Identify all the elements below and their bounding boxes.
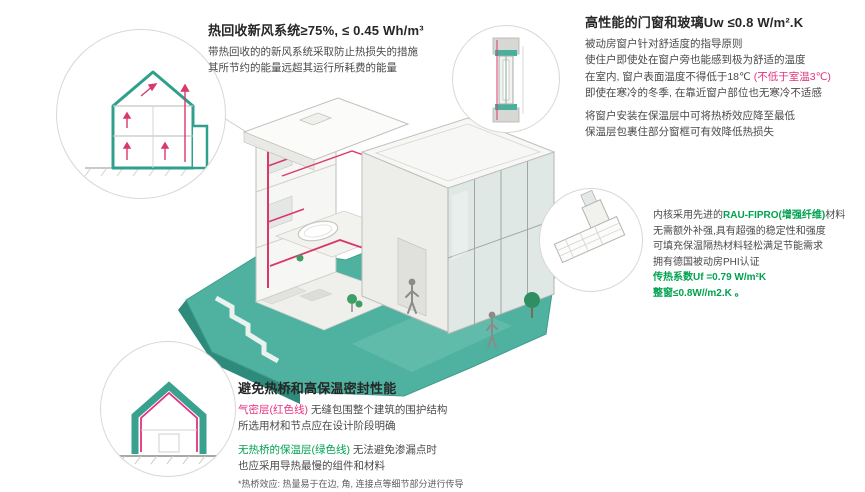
ventilation-description-line: 其所节约的能量远超其运行所耗费的能量: [208, 62, 397, 75]
human-figures: [405, 278, 498, 348]
thermal-description-line: 所选用材和节点应在设计阶段明确: [238, 420, 396, 433]
profile-uw-value: 整窗≤0.8W//m2.K 。: [653, 287, 745, 299]
profile-text-block: 内核采用先进的RAU-FIPRO(增强纤维)材料 无需额外补强,具有超强的稳定性…: [653, 208, 865, 301]
ventilation-title: 热回收新风系统≥75%, ≤ 0.45 Wh/m³: [208, 23, 424, 38]
garden-stairs: [214, 295, 280, 364]
window-mullions: [447, 161, 555, 324]
terrain-cliff-face: [178, 300, 300, 404]
windows-description-line: 将窗户安装在保温层中可将热桥效应降至最低: [585, 110, 795, 123]
ventilation-text-block: 热回收新风系统≥75%, ≤ 0.45 Wh/m³ 带热回收的的新风系统采取防止…: [208, 20, 488, 77]
thermal-description-line: 也应采用导热最慢的组件和材料: [238, 459, 385, 472]
roof-parapet: [374, 123, 542, 182]
ventilation-house-diagram: [56, 29, 226, 199]
airtight-layer-line-text: 气密层(红色线) 无缝包围整个建筑的围护结构: [238, 402, 568, 418]
entry-door: [397, 237, 427, 317]
window-section-diagram: [452, 25, 560, 133]
windows-temperature-line: 在室内, 窗户表面温度不得低于18℃ (不低于室温3℃): [585, 69, 861, 85]
insulation-label: 无热桥的保温层(绿色线): [238, 443, 350, 456]
windows-description-line: 被动房窗户针对舒适度的指导原则: [585, 38, 743, 50]
windows-description-line: 使住户即使处在窗户旁也能感到极为舒适的温度: [585, 54, 806, 67]
thermal-text-block: 避免热桥和高保温密封性能 气密层(红色线) 无缝包围整个建筑的围护结构 所选用材…: [238, 378, 568, 492]
garden-tree: [524, 292, 540, 308]
door-opening: [158, 433, 180, 453]
airtight-rest: 无缝包围整个建筑的围护结构: [308, 404, 448, 416]
profile-material-name: RAU-FIPRO(增强纤维): [723, 210, 826, 221]
profile-uf-value: 传热系数Uf =0.79 W/m²K: [653, 272, 767, 283]
section-annex: [193, 124, 209, 170]
insulation-rest: 无法避免渗漏点时: [350, 443, 437, 456]
insulation-layer-line-text: 无热桥的保温层(绿色线) 无法避免渗漏点时: [238, 442, 568, 458]
windows-description-line: 保温层包裹住部分窗框可有效降低热损失: [585, 126, 774, 139]
profile-description-line: 拥有德国被动房PHI认证: [653, 256, 760, 268]
profile-material-suffix: 材料: [825, 210, 846, 221]
profile-material-line: 内核采用先进的RAU-FIPRO(增强纤维)材料: [653, 208, 865, 224]
bathtub: [297, 220, 339, 242]
roof-vent-unit: [298, 112, 333, 126]
kitchen-counter: [261, 286, 307, 305]
profile-description-line: 无需额外补强,具有超强的稳定性和强度: [653, 225, 826, 237]
insulation-layer-outline: [131, 381, 207, 454]
temperature-note-red: (不低于室温3℃): [753, 70, 831, 83]
windows-text-block: 高性能的门窗和玻璃Uw ≤0.8 W/m².K 被动房窗户针对舒适度的指导原则 …: [585, 12, 861, 141]
window-profile-diagram-svg: [553, 189, 626, 264]
insulation-block: [495, 50, 517, 56]
airtight-layer-line: [140, 391, 198, 452]
window-section-diagram-svg: [492, 37, 524, 123]
indoor-plants: [296, 254, 363, 308]
temperature-text: 在室内, 窗户表面温度不得低于18℃: [585, 70, 754, 83]
insulation-house-diagram: [100, 341, 236, 477]
airflow-arrows: [122, 83, 190, 162]
ventilation-house-diagram-svg: [84, 70, 209, 177]
ventilation-description-line: 带热回收的的新风系统采取防止热损失的措施: [208, 46, 418, 58]
right-wing-roof: [360, 117, 556, 189]
profile-description-line: 可填充保温隔热材料轻松满足节能需求: [653, 241, 823, 252]
airtight-label: 气密层(红色线): [238, 404, 308, 416]
insulation-house-diagram-svg: [117, 381, 221, 465]
window-profile-diagram: [539, 188, 643, 292]
insulation-block: [495, 104, 517, 110]
thermal-footnote: *热桥效应: 热量易于在边, 角, 连接点等细节部分进行传导: [238, 479, 464, 490]
table: [299, 288, 333, 302]
thermal-title: 避免热桥和高保温密封性能: [238, 381, 397, 396]
profile-material-prefix: 内核采用先进的: [653, 210, 723, 221]
windows-title: 高性能的门窗和玻璃Uw ≤0.8 W/m².K: [585, 15, 804, 30]
windows-description-line: 即使在寒冷的冬季, 在靠近窗户部位也无寒冷不适感: [585, 86, 822, 99]
